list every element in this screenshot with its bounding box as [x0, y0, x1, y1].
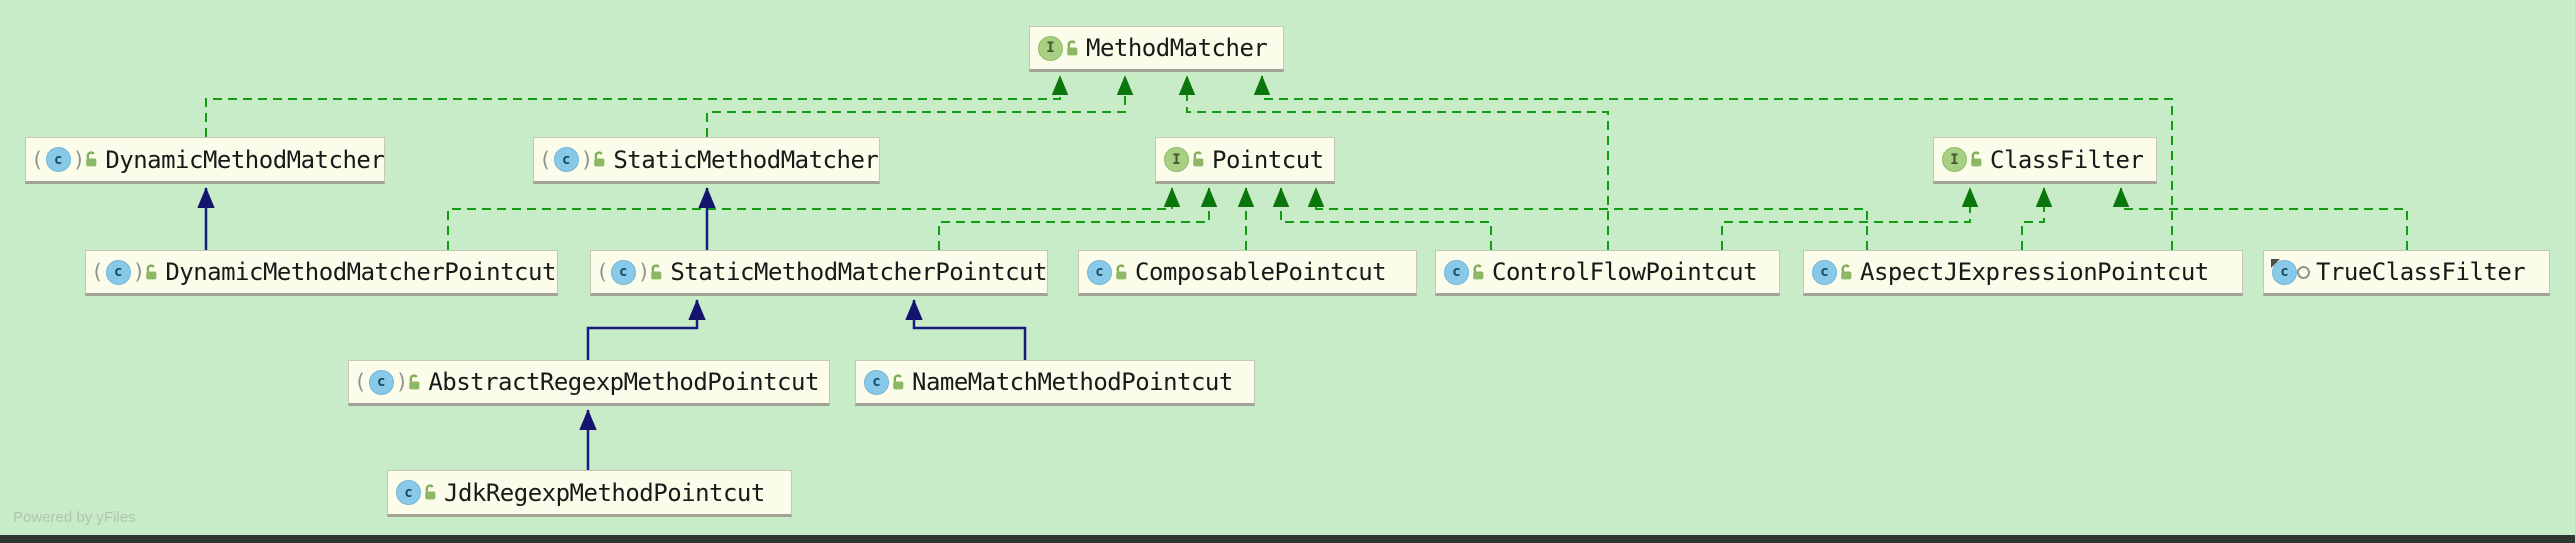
node-StaticMethodMatcher[interactable]: (c) StaticMethodMatcher [533, 137, 880, 184]
abstract-paren: ( [354, 370, 367, 394]
node-label: DynamicMethodMatcherPointcut [165, 258, 556, 286]
interface-icon: I [1038, 35, 1063, 61]
edge-implements-AspectJExpressionPointcut-to-MethodMatcher [1253, 75, 2173, 250]
abstract-class-icon: (c) [91, 259, 146, 285]
node-ComposablePointcut[interactable]: c ComposablePointcut [1078, 250, 1417, 296]
final-class-icon: c [2271, 258, 2297, 285]
public-lock-icon [409, 374, 420, 389]
node-label: MethodMatcher [1086, 34, 1268, 62]
node-Pointcut[interactable]: I Pointcut [1155, 137, 1335, 184]
interface-icon: I [1942, 147, 1967, 172]
abstract-paren: ( [91, 260, 104, 284]
edge-implements-AspectJExpressionPointcut-to-ClassFilter [2021, 187, 2053, 250]
edge-extends-NameMatchMethodPointcut-to-StaticMethodMatcherPointcut [905, 299, 1027, 360]
edge-implements-StaticMethodMatcher-to-MethodMatcher [706, 75, 1134, 137]
node-label: AspectJExpressionPointcut [1860, 258, 2209, 286]
public-lock-icon [893, 374, 904, 389]
class-icon: c [1812, 259, 1837, 285]
public-lock-icon [594, 151, 605, 167]
public-lock-icon [1473, 264, 1484, 279]
class-icon: c [396, 480, 421, 505]
edge-implements-DynamicMethodMatcher-to-MethodMatcher [205, 75, 1069, 137]
public-lock-icon [1116, 264, 1127, 279]
node-JdkRegexpMethodPointcut[interactable]: c JdkRegexpMethodPointcut [387, 470, 792, 517]
edge-implements-ControlFlowPointcut-to-MethodMatcher [1178, 75, 1609, 250]
edge-implements-ControlFlowPointcut-to-ClassFilter [1721, 187, 1979, 250]
abstract-class-icon: (c) [596, 259, 651, 285]
node-MethodMatcher[interactable]: I MethodMatcher [1029, 26, 1284, 72]
edge-implements-DynamicMethodMatcherPointcut-to-Pointcut [447, 187, 1181, 250]
edge-implements-TrueClassFilter-to-ClassFilter [2112, 187, 2408, 250]
edge-implements-StaticMethodMatcherPointcut-to-Pointcut [938, 187, 1218, 250]
public-lock-icon [1067, 40, 1078, 55]
node-DynamicMethodMatcherPointcut[interactable]: (c) DynamicMethodMatcherPointcut [85, 250, 558, 296]
abstract-paren: ) [72, 147, 86, 172]
abstract-paren: ( [596, 260, 609, 284]
interface-icon: I [1164, 147, 1189, 172]
abstract-paren: ) [580, 147, 594, 172]
node-label: JdkRegexpMethodPointcut [444, 478, 765, 507]
node-label: TrueClassFilter [2316, 258, 2526, 286]
abstract-paren: ) [132, 260, 146, 284]
node-label: NameMatchMethodPointcut [912, 368, 1233, 396]
abstract-paren: ( [539, 147, 552, 172]
node-label: DynamicMethodMatcher [105, 145, 385, 174]
node-label: ClassFilter [1990, 145, 2144, 174]
edge-implements-ControlFlowPointcut-to-Pointcut [1272, 187, 1492, 250]
public-lock-icon [146, 264, 157, 279]
node-ClassFilter[interactable]: I ClassFilter [1933, 137, 2157, 184]
node-AspectJExpressionPointcut[interactable]: c AspectJExpressionPointcut [1803, 250, 2243, 296]
node-label: Pointcut [1212, 145, 1324, 174]
node-label: ComposablePointcut [1135, 258, 1387, 286]
bottom-strip [0, 535, 2575, 543]
public-lock-icon [651, 264, 662, 279]
node-TrueClassFilter[interactable]: c TrueClassFilter [2263, 250, 2550, 296]
abstract-paren: ) [395, 370, 409, 394]
edge-extends-AbstractRegexpMethodPointcut-to-StaticMethodMatcherPointcut [586, 299, 706, 360]
node-ControlFlowPointcut[interactable]: c ControlFlowPointcut [1435, 250, 1780, 296]
node-NameMatchMethodPointcut[interactable]: c NameMatchMethodPointcut [855, 360, 1255, 406]
abstract-paren: ) [637, 260, 651, 284]
final-wedge-icon [2271, 258, 2280, 268]
class-icon: c [1087, 259, 1112, 285]
public-lock-icon [425, 484, 436, 500]
abstract-class-icon: (c) [31, 147, 86, 172]
node-label: AbstractRegexpMethodPointcut [428, 368, 819, 396]
edge-implements-AspectJExpressionPointcut-to-Pointcut [1307, 187, 1868, 250]
public-lock-icon [1971, 151, 1982, 167]
abstract-paren: ( [31, 147, 44, 172]
abstract-class-icon: (c) [539, 147, 594, 172]
node-label: StaticMethodMatcherPointcut [670, 258, 1047, 286]
public-lock-icon [1841, 264, 1852, 279]
node-label: StaticMethodMatcher [613, 145, 879, 174]
class-icon: c [864, 369, 889, 395]
public-lock-icon [86, 151, 97, 167]
node-DynamicMethodMatcher[interactable]: (c) DynamicMethodMatcher [25, 137, 385, 184]
package-visibility-icon [2297, 265, 2310, 279]
node-AbstractRegexpMethodPointcut[interactable]: (c) AbstractRegexpMethodPointcut [348, 360, 830, 406]
node-label: ControlFlowPointcut [1492, 258, 1758, 286]
class-icon: c [1444, 259, 1469, 285]
public-lock-icon [1193, 151, 1204, 167]
node-StaticMethodMatcherPointcut[interactable]: (c) StaticMethodMatcherPointcut [590, 250, 1048, 296]
yfiles-watermark: Powered by yFiles [13, 509, 136, 526]
abstract-class-icon: (c) [354, 369, 409, 395]
